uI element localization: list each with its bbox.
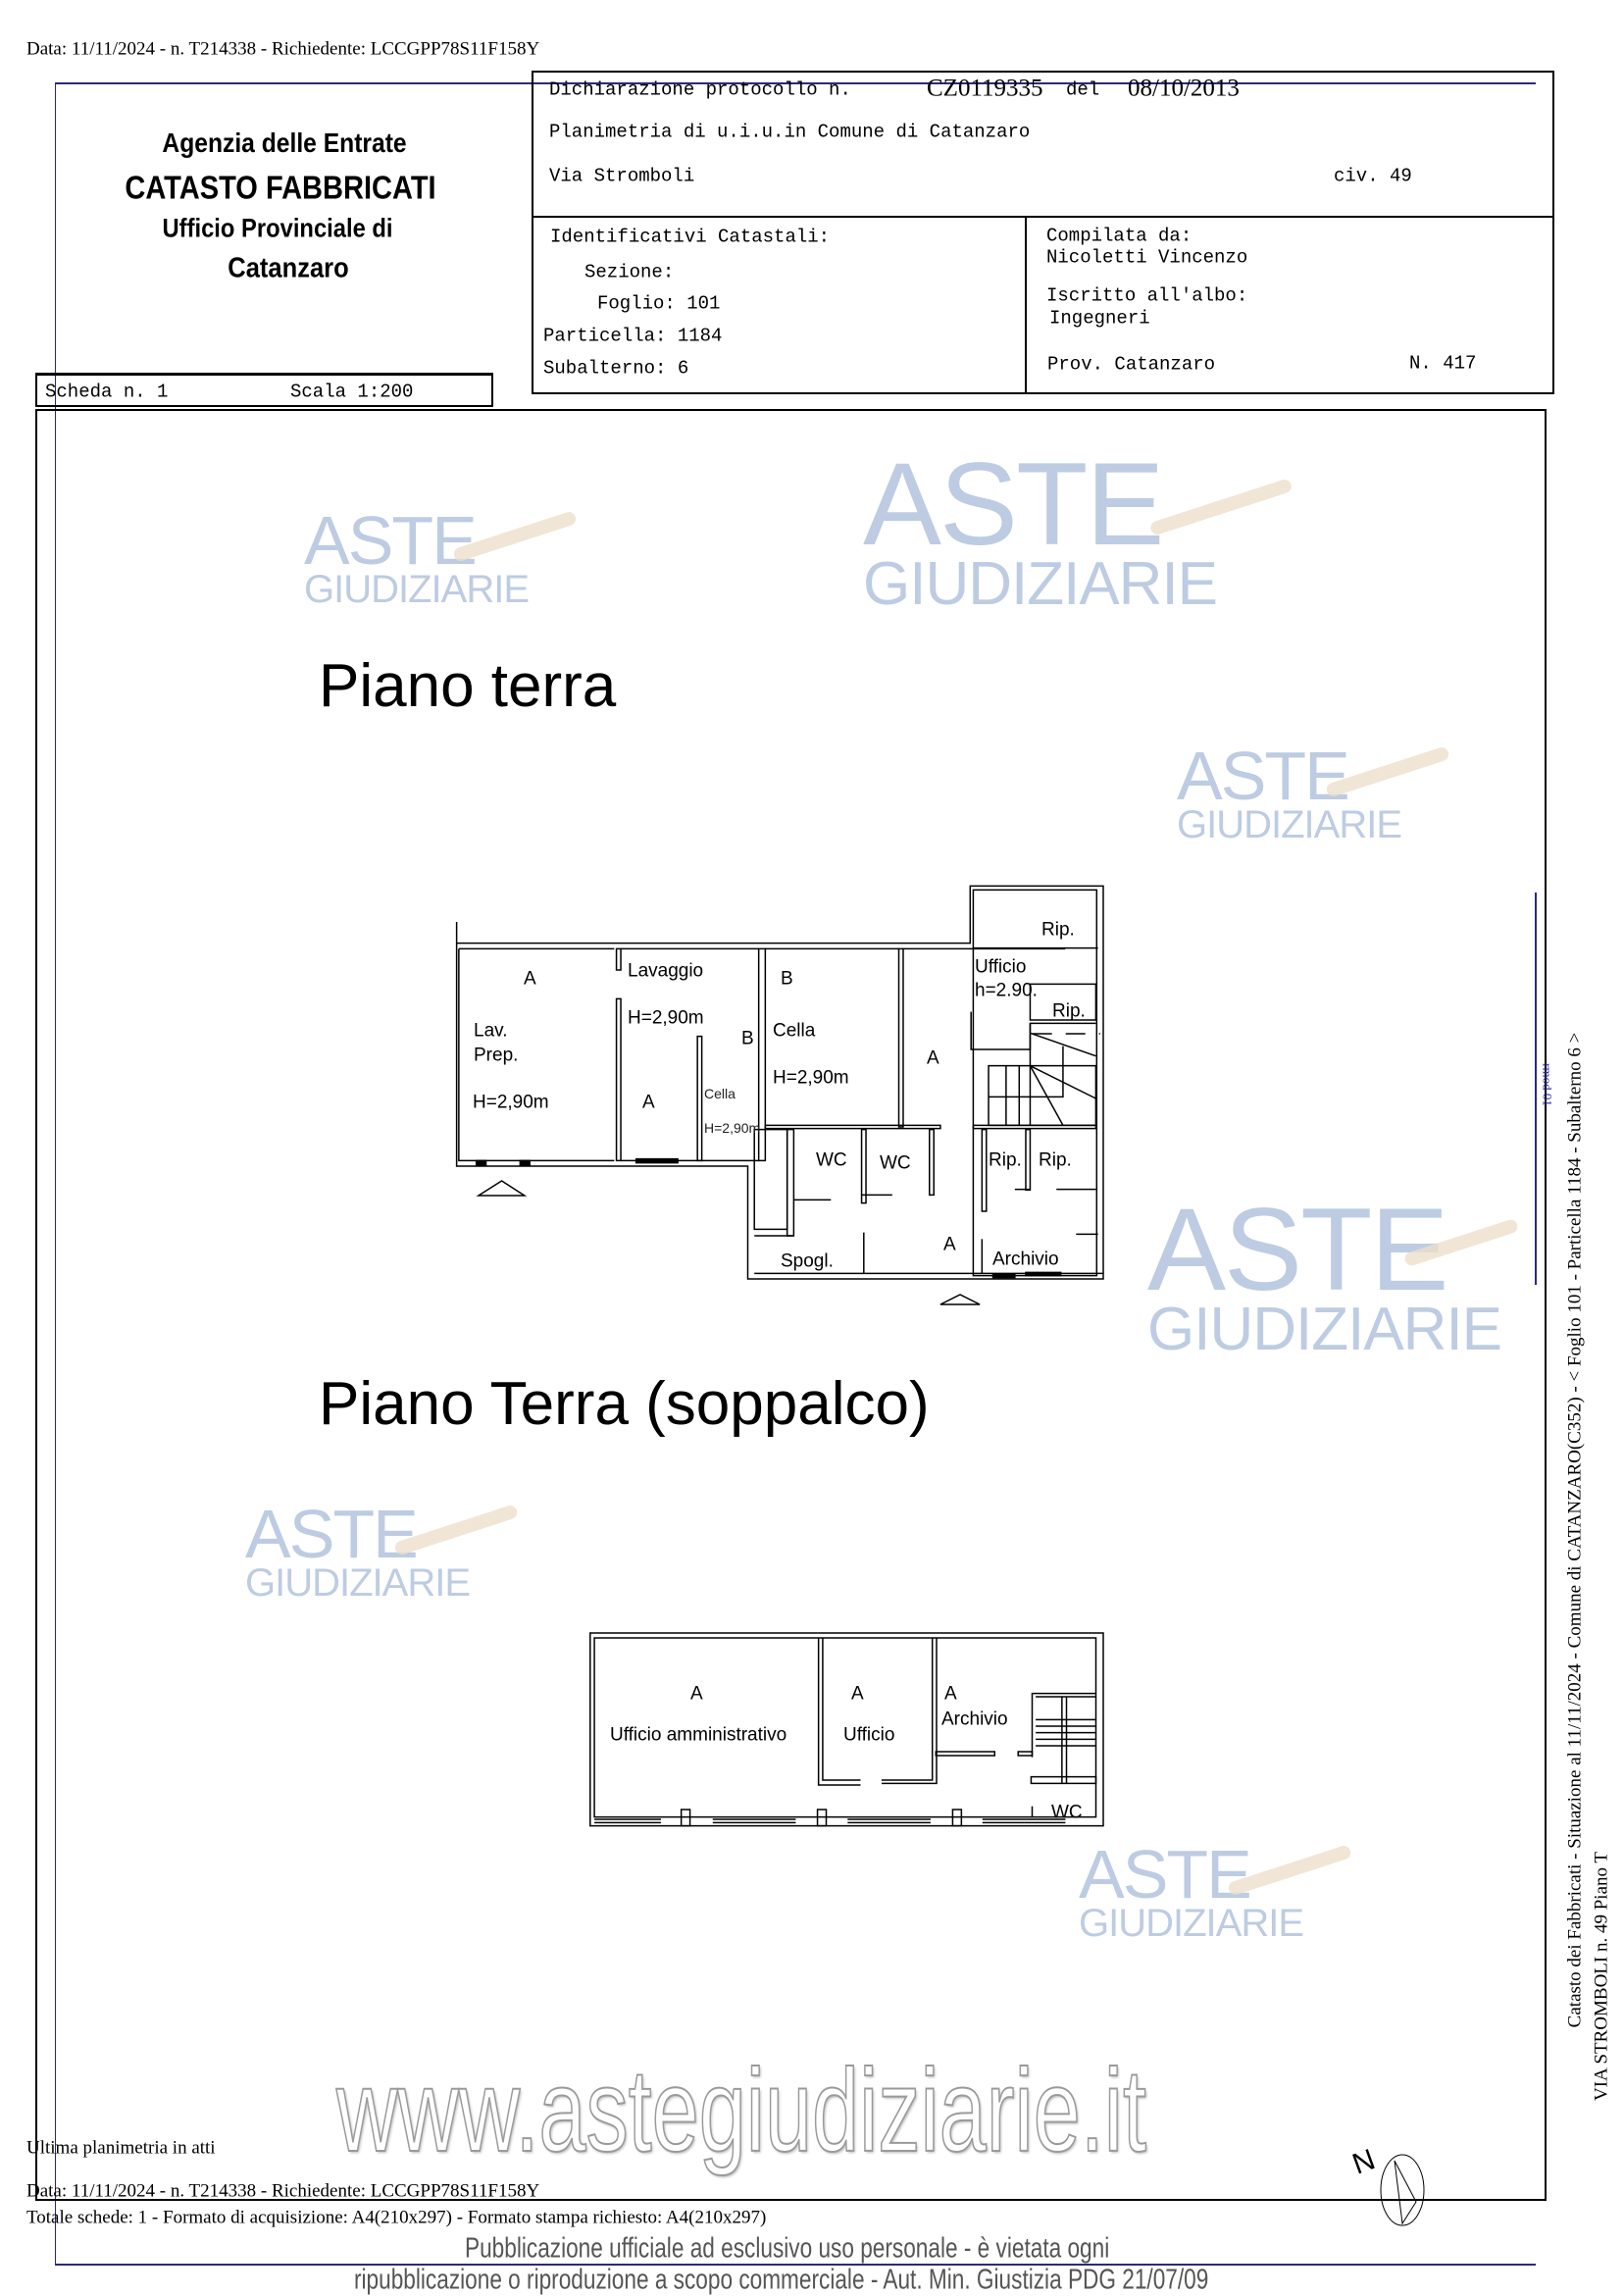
room-type: A: [851, 1683, 864, 1705]
frame-top-line: [55, 82, 1536, 84]
room-ufficio: Ufficio: [975, 956, 1027, 978]
room-type: B: [741, 1028, 754, 1049]
disclaimer-line1: Pubblicazione ufficiale ad esclusivo uso…: [465, 2232, 1110, 2265]
frame-left-line: [55, 82, 56, 2266]
scheda-box: Scheda n. 1 Scala 1:200: [35, 373, 493, 407]
top-stamp: Data: 11/11/2024 - n. T214338 - Richiede…: [26, 38, 540, 60]
albo: Ingegneri: [1049, 307, 1150, 330]
floor2-plan: [579, 1628, 1128, 1844]
side-cadastre-info: Catasto dei Fabbricati - Situazione al 1…: [1564, 1032, 1586, 2028]
room-type: B: [781, 968, 793, 990]
room-height: h=2.90.: [975, 980, 1038, 1001]
room-rip: Rip.: [1052, 1000, 1086, 1022]
room-ufficio-amministrativo: Ufficio amministrativo: [610, 1724, 787, 1746]
room-type: A: [943, 1234, 956, 1255]
north-arrow-icon: [1353, 2143, 1442, 2231]
province: Prov. Catanzaro: [1047, 353, 1216, 376]
room-type: A: [944, 1683, 957, 1705]
room-lavaggio: Lavaggio: [628, 960, 704, 982]
foglio: Foglio: 101: [597, 292, 721, 315]
room-height: H=2,90m: [704, 1120, 761, 1136]
room-rip: Rip.: [989, 1149, 1022, 1171]
civic-number: civ. 49: [1334, 165, 1412, 187]
room-wc: WC: [1051, 1802, 1083, 1823]
agency-city: Catanzaro: [228, 252, 349, 284]
room-type: A: [690, 1683, 703, 1705]
particella: Particella: 1184: [543, 325, 723, 347]
footer-totale: Totale schede: 1 - Formato di acquisizio…: [26, 2207, 767, 2228]
compiler-name: Nicoletti Vincenzo: [1046, 246, 1248, 269]
room-type: A: [927, 1047, 939, 1069]
room-spogliatoio: Spogl.: [781, 1250, 834, 1272]
scale: Scala 1:200: [290, 381, 414, 403]
declaration-date: 08/10/2013: [1128, 75, 1240, 102]
room-wc: WC: [880, 1152, 911, 1174]
registration-number: N. 417: [1409, 352, 1477, 375]
header-vdivider: [1025, 216, 1027, 394]
street: Via Stromboli: [549, 165, 695, 187]
room-rip: Rip.: [1041, 919, 1075, 941]
declaration-del: del: [1066, 78, 1100, 101]
scheda-number: Scheda n. 1: [45, 381, 169, 403]
disclaimer-line2: ripubblicazione o riproduzione a scopo c…: [354, 2264, 1209, 2296]
planimetria-desc: Planimetria di u.i.u.in Comune di Catanz…: [549, 121, 1031, 143]
room-cella-small: Cella: [704, 1086, 736, 1101]
agency-name: Agenzia delle Entrate: [162, 128, 407, 158]
room-height: H=2,90m: [628, 1007, 704, 1029]
protocol-number: CZ0119335: [927, 75, 1043, 102]
subalterno: Subalterno: 6: [543, 357, 689, 380]
identifiers-title: Identificativi Catastali:: [550, 226, 831, 248]
room-cella: Cella: [773, 1020, 816, 1042]
declaration-prefix: Dichiarazione protocollo n.: [549, 78, 851, 101]
frame-bottom-line: [55, 2264, 1536, 2266]
room-lav: Lav.: [474, 1020, 508, 1042]
watermark-url: www.astegiudiziarie.it: [335, 2045, 1146, 2176]
sezione: Sezione:: [584, 261, 675, 283]
room-type: A: [642, 1092, 655, 1113]
agency-dept: CATASTO FABBRICATI: [125, 169, 436, 206]
room-archivio: Archivio: [941, 1709, 1008, 1730]
albo-label: Iscritto all'albo:: [1046, 284, 1248, 307]
entrance-arrow-2: [940, 1295, 980, 1304]
entrance-arrow-1: [479, 1181, 525, 1196]
compiler-label: Compilata da:: [1046, 225, 1193, 247]
floor2-title: Piano Terra (soppalco): [319, 1370, 930, 1438]
room-rip: Rip.: [1039, 1149, 1072, 1171]
footer-ultima: Ultima planimetria in atti: [26, 2137, 216, 2159]
frame-right-line: [1535, 893, 1537, 1285]
floor1-title: Piano terra: [319, 652, 617, 720]
footer-data: Data: 11/11/2024 - n. T214338 - Richiede…: [26, 2180, 540, 2202]
drawing-frame: [35, 409, 1547, 2201]
room-height: H=2,90m: [773, 1067, 849, 1089]
room-wc: WC: [816, 1149, 847, 1171]
declaration-box: [532, 71, 1554, 394]
side-address: VIA STROMBOLI n. 49 Piano T: [1591, 1851, 1612, 2102]
room-prep: Prep.: [474, 1045, 519, 1066]
room-height: H=2,90m: [473, 1092, 549, 1113]
agency-office: Ufficio Provinciale di: [162, 213, 393, 243]
floor1-plan: [441, 873, 1128, 1304]
header-divider: [532, 216, 1554, 218]
room-type: A: [524, 968, 536, 990]
room-archivio: Archivio: [992, 1249, 1059, 1270]
room-ufficio: Ufficio: [843, 1724, 895, 1746]
side-mark: rmod 01: [1540, 1063, 1555, 1106]
